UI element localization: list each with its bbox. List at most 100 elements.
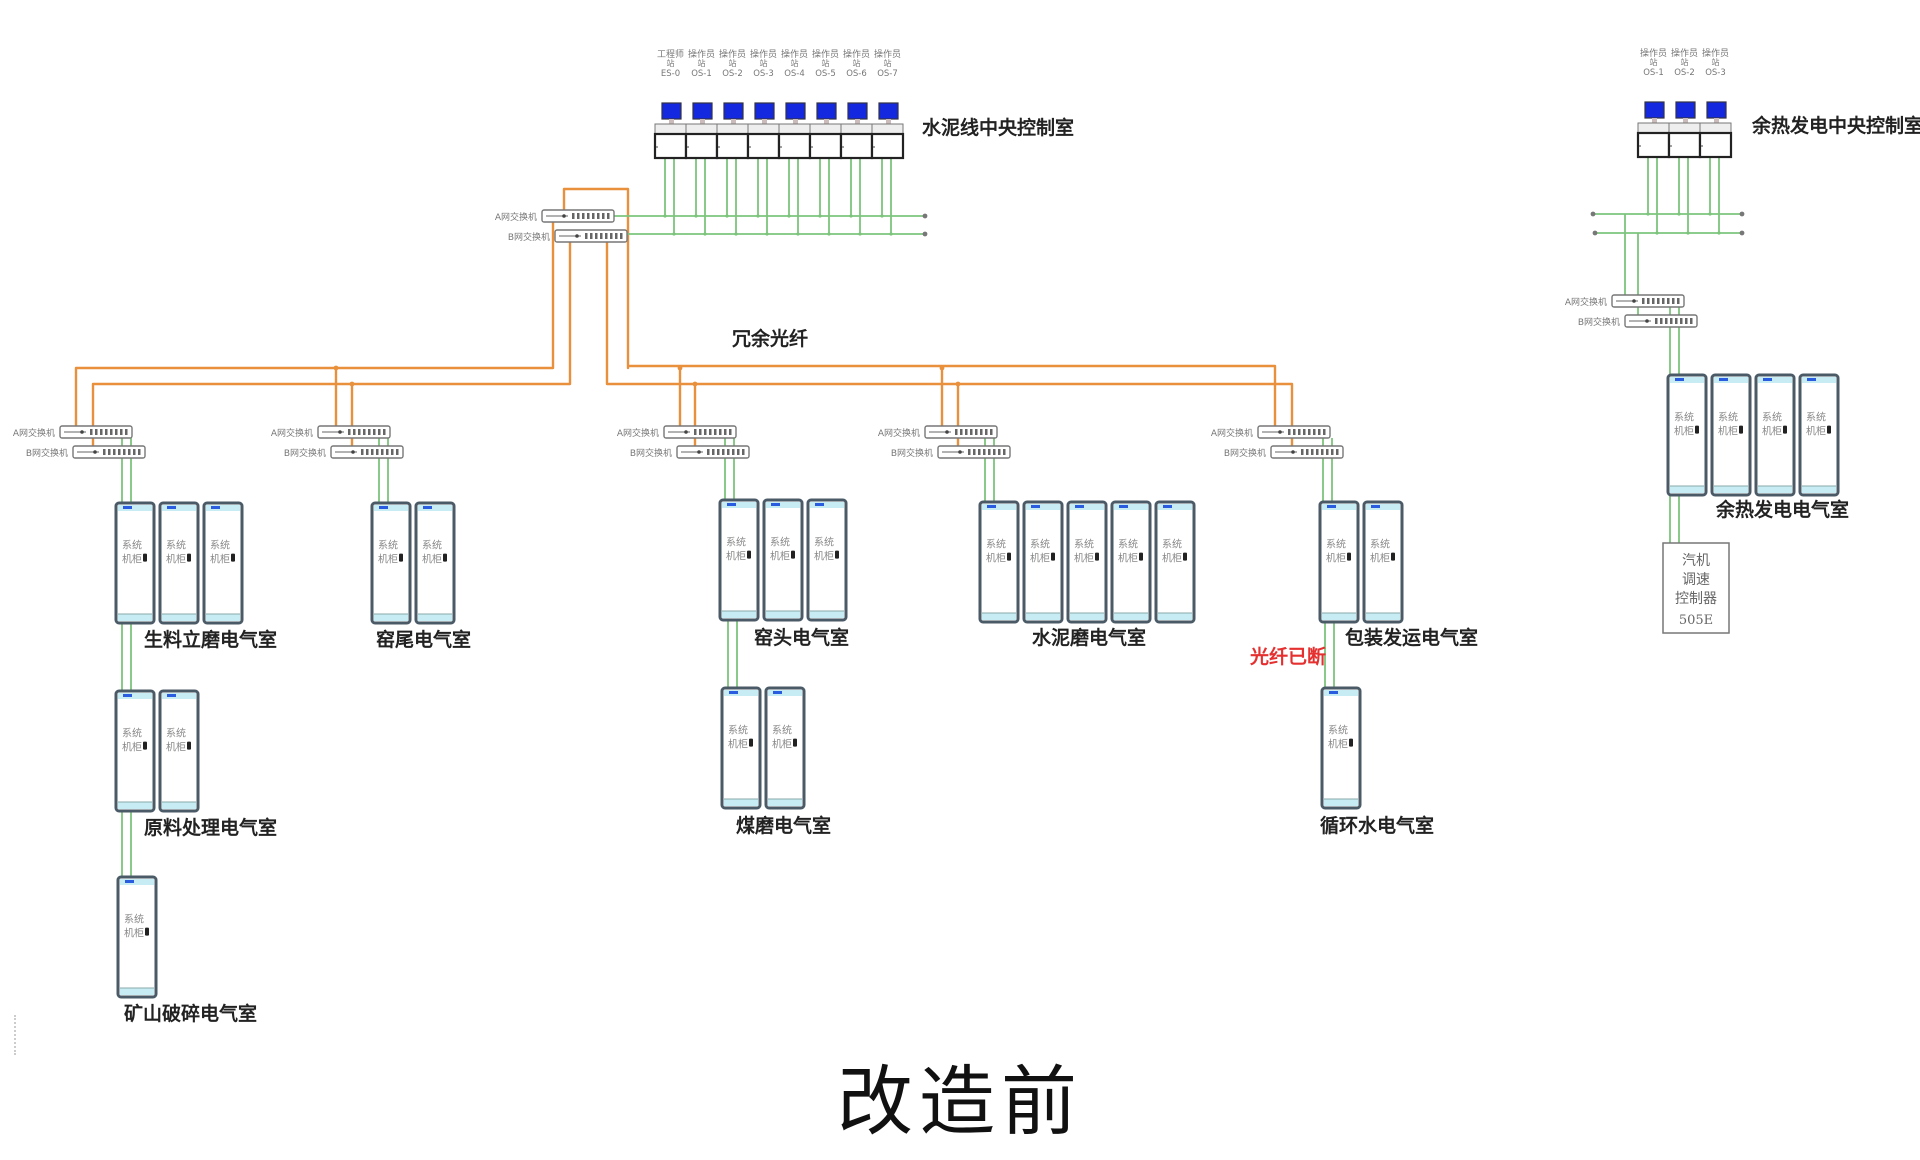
switch-port-icon	[605, 233, 608, 239]
switch-port-icon	[396, 449, 399, 455]
switch-b-net: B网交换机	[508, 229, 628, 243]
cabinet-bottom-band	[1158, 613, 1192, 620]
switch-port-icon	[90, 429, 93, 435]
cabinet-label-line-2: 机柜	[986, 552, 1006, 565]
switch-port-icon	[590, 233, 593, 239]
cabinet-top-band	[118, 505, 152, 511]
switch-label: A网交换机	[13, 427, 55, 439]
cabinet-lock-icon	[187, 553, 191, 562]
broken-fiber-label: 光纤已断	[1249, 645, 1326, 668]
desk-body	[1698, 131, 1733, 159]
cabinet-lock-icon	[793, 738, 797, 747]
cabinet-lock-icon	[1349, 738, 1353, 747]
station-type-label: 操作员	[688, 48, 715, 60]
cabinet-indicator-icon	[1763, 378, 1772, 381]
switch-port-icon	[133, 449, 136, 455]
cabinet-label-line-1: 系统	[166, 539, 186, 552]
cabinet-bottom-band	[1670, 486, 1704, 493]
switch-port-icon	[988, 449, 991, 455]
cabinet-label-line-1: 系统	[772, 724, 792, 737]
switch-b-net: B网交换机	[891, 445, 1011, 459]
switch-port-icon	[105, 429, 108, 435]
monitor-stand	[1683, 118, 1688, 123]
fiber-a-loop	[562, 187, 630, 370]
switch-port-icon	[118, 449, 121, 455]
cabinet-label-line-1: 系统	[1674, 411, 1694, 424]
cabinet-label-line-1: 系统	[770, 536, 790, 549]
desk-body	[684, 132, 719, 160]
switch-port-icon	[985, 429, 988, 435]
junction-dot	[1739, 211, 1745, 217]
cabinet-label-line-2: 机柜	[1162, 552, 1182, 565]
room-label-circulating-water: 循环水电气室	[1320, 814, 1434, 837]
cabinet-top-band	[118, 693, 152, 699]
control-room-title-cement: 水泥线中央控制室	[922, 116, 1074, 139]
switch-port-icon	[993, 449, 996, 455]
switch-label: A网交换机	[1211, 427, 1253, 439]
switch-port-dot	[1632, 299, 1636, 303]
switch-port-icon	[110, 429, 113, 435]
console-cement-control-room: 工程师站ES-0操作员站OS-1操作员站OS-2操作员站OS-3操作员站OS-4…	[653, 48, 905, 160]
cabinet-frame	[762, 498, 804, 622]
turbine-speed-controller: 汽机 调速 控制器 505E	[1662, 542, 1730, 634]
cabinet-bottom-band	[118, 802, 152, 809]
cabinet-label-line-2: 机柜	[1328, 738, 1348, 751]
switch-port-icon	[386, 449, 389, 455]
cabinet-label-line-2: 机柜	[728, 738, 748, 751]
station-code: OS-4	[784, 69, 805, 79]
monitor-icon	[661, 102, 682, 120]
monitor-stand	[669, 119, 674, 124]
station-type-label-2: 站	[760, 58, 768, 68]
cabinet-top-band	[768, 690, 802, 696]
cabinet-label-line-1: 系统	[728, 724, 748, 737]
cabinet-bottom-band	[766, 611, 800, 618]
cabinet-indicator-icon	[987, 505, 996, 508]
switch-port-icon	[704, 429, 707, 435]
room-label-coal-mill: 煤磨电气室	[736, 814, 831, 837]
cabinet-bottom-band	[418, 614, 452, 621]
cabinet-bottom-band	[1114, 613, 1148, 620]
switch-port-icon	[607, 213, 610, 219]
cabinet-indicator-icon	[1075, 505, 1084, 508]
switch-b-net: B网交换机	[630, 445, 750, 459]
station-code: OS-2	[722, 69, 743, 79]
cabinet-indicator-icon	[727, 503, 736, 506]
desk-top	[654, 123, 687, 135]
cabinet-frame	[1110, 500, 1152, 624]
cabinet-label-line-1: 系统	[122, 539, 142, 552]
switch-port-icon	[120, 429, 123, 435]
monitor-stand	[824, 119, 829, 124]
cabinet-lock-icon	[1783, 425, 1787, 434]
switch-port-icon	[968, 449, 971, 455]
cabinet-indicator-icon	[1119, 505, 1128, 508]
cabinet-indicator-icon	[1329, 691, 1338, 694]
devices: 工程师站ES-0操作员站OS-1操作员站OS-2操作员站OS-3操作员站OS-4…	[13, 47, 1840, 999]
desk-body	[1667, 131, 1702, 159]
station-code: OS-2	[1674, 68, 1695, 78]
desk-top	[778, 123, 811, 135]
cabinet-lock-icon	[1739, 425, 1743, 434]
switch-a-net: A网交换机	[617, 425, 737, 439]
cabinet-top-band	[374, 505, 408, 511]
switch-port-icon	[366, 449, 369, 455]
switch-port-dot	[562, 214, 566, 218]
monitor-stand	[700, 119, 705, 124]
switch-port-icon	[371, 449, 374, 455]
cabinet-indicator-icon	[123, 506, 132, 509]
cabinet-top-band	[1758, 377, 1792, 383]
cabinet-label-line-1: 系统	[1718, 411, 1738, 424]
switch-port-dot	[575, 234, 579, 238]
switch-port-icon	[587, 213, 590, 219]
switch-port-icon	[585, 233, 588, 239]
switch-label: B网交换机	[891, 447, 933, 459]
cabinet-lock-icon	[1391, 552, 1395, 561]
cabinet-label-line-2: 机柜	[166, 741, 186, 754]
switch-label: A网交换机	[495, 211, 537, 223]
